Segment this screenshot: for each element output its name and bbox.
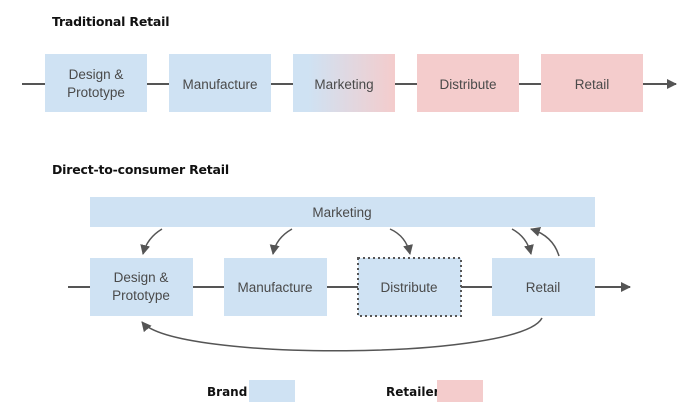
arrow-marketing-to-design (140, 228, 163, 255)
dtc-retail-title: Direct-to-consumer Retail (52, 162, 229, 177)
dtc-design-label: Design &Prototype (112, 270, 170, 303)
dtc-marketing-label: Marketing (312, 205, 371, 220)
trad-distribute-label: Distribute (439, 77, 496, 92)
trad-retail-box (541, 54, 643, 112)
dtc-distribute-label: Distribute (380, 280, 437, 295)
dtc-design-box (90, 258, 193, 316)
dtc-manufacture-box (224, 258, 327, 316)
trad-retail-label: Retail (575, 77, 610, 92)
arrow-retail-to-marketing (530, 226, 560, 257)
arrow-marketing-to-distribute (389, 228, 413, 255)
trad-marketing-label: Marketing (314, 77, 373, 92)
arrow-retail-to-design-loop (141, 317, 543, 352)
dtc-retail-label: Retail (526, 280, 561, 295)
arrow-marketing-to-retail (511, 228, 534, 255)
traditional-retail-title: Traditional Retail (52, 14, 170, 29)
dtc-retail-box (492, 258, 595, 316)
arrow-marketing-to-manufacture (269, 228, 293, 255)
trad-design-label: Design &Prototype (67, 67, 125, 100)
trad-design-box (45, 54, 147, 112)
legend-brand-label: Brand (207, 385, 248, 399)
trad-manufacture-box (169, 54, 271, 112)
trad-marketing-box (293, 54, 395, 112)
dtc-marketing-bar (90, 197, 595, 227)
dtc-distribute-box (357, 257, 462, 317)
legend-brand-swatch (249, 380, 295, 402)
legend-retailer-swatch (437, 380, 483, 402)
trad-distribute-box (417, 54, 519, 112)
legend-retailer-label: Retailer (386, 385, 440, 399)
dtc-manufacture-label: Manufacture (237, 280, 312, 295)
trad-manufacture-label: Manufacture (182, 77, 257, 92)
